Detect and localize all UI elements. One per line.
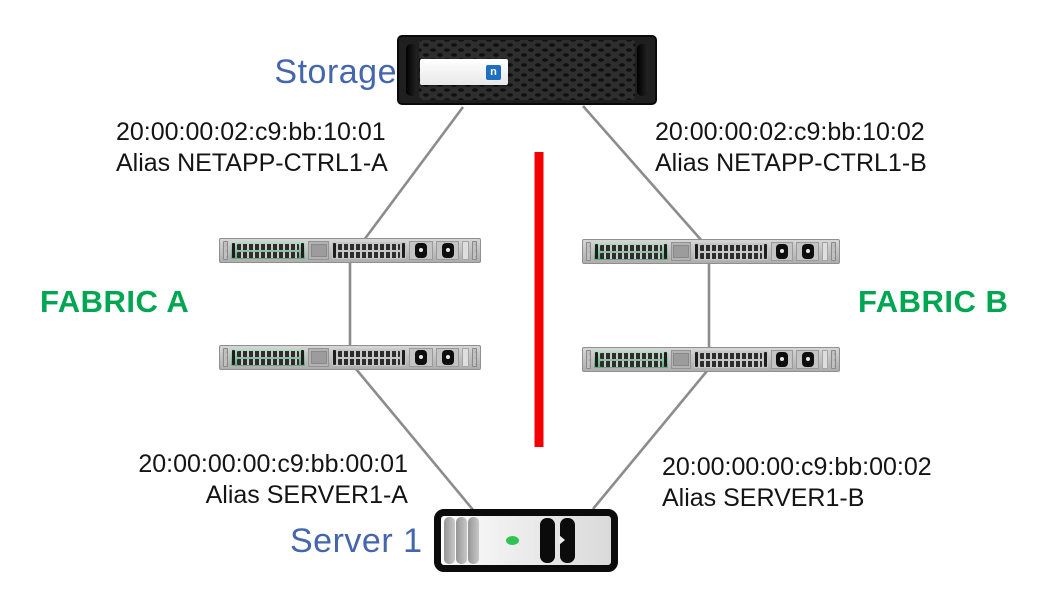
fabric-a-switch-1 xyxy=(219,238,481,263)
fabric-b-switch-1 xyxy=(582,239,840,264)
link-storage-to-fabric-b-switch1 xyxy=(582,105,703,242)
rack-ear xyxy=(471,241,477,260)
blank-panel xyxy=(462,348,469,367)
rack-ear xyxy=(586,350,592,369)
server-port-a-annotation: 20:00:00:00:c9:bb:00:01 Alias SERVER1-A xyxy=(118,449,408,511)
server-port-b-wwpn: 20:00:00:00:c9:bb:00:02 xyxy=(662,453,932,481)
server-port-b-alias: Alias SERVER1-B xyxy=(662,484,865,512)
storage-port-b-wwpn: 20:00:00:02:c9:bb:10:02 xyxy=(655,118,925,146)
port-bank xyxy=(231,242,306,259)
rack-ear xyxy=(223,241,229,260)
server-image xyxy=(434,509,618,572)
link-fabric-b-switch2-to-server xyxy=(591,370,709,510)
storage-port-a-alias: Alias NETAPP-CTRL1-A xyxy=(116,149,388,177)
switch-module xyxy=(671,242,692,261)
storage-right-handle xyxy=(637,44,648,96)
power-supply xyxy=(796,242,819,261)
server-port-b-annotation: 20:00:00:00:c9:bb:00:02 Alias SERVER1-B xyxy=(662,452,932,514)
port-bank xyxy=(594,243,669,260)
rack-ear xyxy=(586,242,592,261)
power-supply xyxy=(771,242,794,261)
port-bank xyxy=(694,351,769,368)
rack-ear xyxy=(830,242,837,261)
storage-port-a-annotation: 20:00:00:02:c9:bb:10:01 Alias NETAPP-CTR… xyxy=(116,117,388,179)
power-supply xyxy=(409,348,433,367)
port-bank xyxy=(694,243,769,260)
link-storage-to-fabric-a-switch1 xyxy=(362,106,465,241)
power-supply xyxy=(796,350,819,369)
storage-array-image: n xyxy=(397,35,657,105)
port-bank xyxy=(231,349,306,366)
server-power-led xyxy=(506,536,519,545)
server-label: Server 1 xyxy=(290,522,423,560)
server-bays xyxy=(540,518,575,563)
netapp-logo: n xyxy=(486,64,501,80)
server-drive-ridges xyxy=(444,517,480,564)
power-supply xyxy=(771,350,794,369)
rack-ear xyxy=(223,348,229,367)
power-supply xyxy=(435,348,460,367)
power-supply xyxy=(435,241,460,260)
blank-panel xyxy=(821,350,828,369)
switch-module xyxy=(671,350,692,369)
storage-port-a-wwpn: 20:00:00:02:c9:bb:10:01 xyxy=(116,118,386,146)
fabric-b-switch-2 xyxy=(582,347,840,372)
fabric-a-label: FABRIC A xyxy=(40,284,190,319)
rack-ear xyxy=(830,350,837,369)
server-port-a-alias: Alias SERVER1-A xyxy=(205,481,408,509)
rack-ear xyxy=(471,348,477,367)
storage-port-b-annotation: 20:00:00:02:c9:bb:10:02 Alias NETAPP-CTR… xyxy=(655,117,927,179)
storage-left-handle xyxy=(406,44,417,96)
switch-module xyxy=(308,348,330,367)
port-bank xyxy=(332,242,407,259)
storage-label-plate: n xyxy=(420,59,508,85)
fabric-a-switch-2 xyxy=(219,345,481,370)
power-supply xyxy=(409,241,433,260)
storage-bezel-mesh xyxy=(419,40,635,100)
switch-module xyxy=(308,241,330,260)
blank-panel xyxy=(462,241,469,260)
port-bank xyxy=(594,351,669,368)
link-fabric-a-switch2-to-server xyxy=(355,368,475,512)
storage-label: Storage xyxy=(274,53,397,91)
blank-panel xyxy=(821,242,828,261)
fabric-b-label: FABRIC B xyxy=(858,284,1009,319)
port-bank xyxy=(332,349,407,366)
server-port-a-wwpn: 20:00:00:00:c9:bb:00:01 xyxy=(138,450,408,478)
storage-port-b-alias: Alias NETAPP-CTRL1-B xyxy=(655,149,927,177)
